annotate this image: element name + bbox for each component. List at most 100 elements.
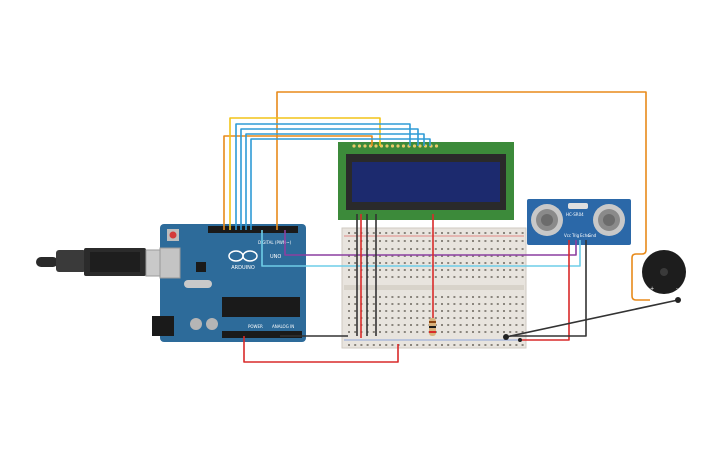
breadboard-hole [372, 310, 375, 312]
breadboard-hole [410, 276, 412, 278]
breadboard-holes [348, 232, 524, 346]
breadboard-hole [490, 303, 493, 305]
arduino-uno-board[interactable]: ARDUINO UNO DIGITAL (PWM~) POWER ANALOG … [152, 224, 306, 342]
breadboard-hole [472, 303, 474, 305]
usb-cable[interactable] [36, 248, 175, 277]
breadboard-hole [453, 303, 456, 305]
breadboard-hole [441, 269, 443, 271]
breadboard-hole [391, 317, 394, 319]
breadboard-hole [434, 262, 437, 264]
breadboard-hole [453, 269, 456, 271]
junction-dot [675, 297, 681, 303]
breadboard-hole [410, 296, 412, 298]
breadboard-hole [465, 310, 468, 312]
ultrasonic-sensor[interactable]: HC-SR04 Vcc Trig Echo Gnd [527, 199, 631, 245]
breadboard-hole [484, 262, 487, 264]
breadboard-hole [459, 248, 462, 250]
resistor[interactable] [429, 318, 436, 336]
breadboard-hole [496, 331, 499, 333]
breadboard-hole [459, 276, 462, 278]
pin-trig-label: Trig [571, 233, 580, 238]
breadboard-hole [403, 310, 406, 312]
breadboard-hole [422, 324, 425, 326]
breadboard-hole [366, 344, 369, 346]
breadboard-hole [416, 262, 419, 264]
breadboard-hole [496, 269, 499, 271]
breadboard-hole [478, 276, 481, 278]
wire-black-sensor [510, 240, 587, 337]
breadboard-hole [509, 240, 512, 242]
breadboard-hole [434, 232, 437, 234]
breadboard-hole [416, 240, 419, 242]
breadboard-hole [391, 232, 394, 234]
breadboard-hole [422, 331, 425, 333]
breadboard-hole [428, 276, 431, 278]
breadboard-hole [397, 303, 400, 305]
breadboard-hole [422, 269, 425, 271]
breadboard-hole [484, 276, 487, 278]
breadboard-hole [391, 276, 394, 278]
breadboard-hole [379, 324, 381, 326]
wire-purple-trig [284, 230, 577, 256]
breadboard-hole [478, 303, 481, 305]
ultrasonic-model-label: HC-SR04 [566, 212, 584, 217]
breadboard-hole [397, 248, 400, 250]
breadboard-hole [472, 255, 474, 257]
breadboard-hole [521, 344, 524, 346]
breadboard-hole [515, 331, 518, 333]
breadboard-hole [453, 232, 456, 234]
breadboard[interactable] [341, 227, 527, 349]
breadboard-hole [465, 276, 468, 278]
breadboard-hole [441, 232, 443, 234]
breadboard-hole [515, 324, 518, 326]
breadboard-hole [434, 310, 437, 312]
breadboard-hole [385, 331, 388, 333]
breadboard-hole [509, 232, 512, 234]
breadboard-hole [509, 276, 512, 278]
breadboard-hole [441, 276, 443, 278]
breadboard-hole [348, 240, 350, 242]
junction-dot [503, 334, 509, 340]
lcd-display[interactable] [338, 142, 514, 220]
lcd-pin [396, 144, 400, 148]
breadboard-hole [490, 331, 493, 333]
breadboard-hole [447, 262, 450, 264]
breadboard-hole [441, 317, 443, 319]
breadboard-hole [416, 248, 419, 250]
lcd-pin [374, 144, 378, 148]
breadboard-hole [465, 344, 468, 346]
breadboard-hole [484, 317, 487, 319]
breadboard-hole [410, 324, 412, 326]
breadboard-hole [478, 310, 481, 312]
breadboard-hole [428, 248, 431, 250]
wire-orange-buzzer [276, 91, 650, 301]
breadboard-hole [490, 324, 493, 326]
breadboard-hole [465, 248, 468, 250]
breadboard-hole [490, 232, 493, 234]
wires [223, 91, 679, 363]
breadboard-hole [447, 310, 450, 312]
breadboard-hole [509, 269, 512, 271]
breadboard-hole [397, 276, 400, 278]
breadboard-hole [422, 303, 425, 305]
breadboard-hole [434, 240, 437, 242]
breadboard-hole [416, 269, 419, 271]
breadboard-hole [391, 240, 394, 242]
power-analog-header [222, 331, 302, 338]
breadboard-hole [403, 232, 406, 234]
buzzer[interactable]: + - [642, 250, 686, 294]
breadboard-hole [397, 232, 400, 234]
breadboard-hole [385, 269, 388, 271]
breadboard-hole [472, 310, 474, 312]
breadboard-hole [441, 331, 443, 333]
breadboard-hole [410, 303, 412, 305]
breadboard-hole [397, 317, 400, 319]
breadboard-hole [354, 303, 357, 305]
breadboard-hole [397, 255, 400, 257]
breadboard-hole [521, 232, 524, 234]
breadboard-hole [441, 296, 443, 298]
breadboard-hole [453, 344, 456, 346]
breadboard-hole [441, 303, 443, 305]
breadboard-hole [403, 331, 406, 333]
